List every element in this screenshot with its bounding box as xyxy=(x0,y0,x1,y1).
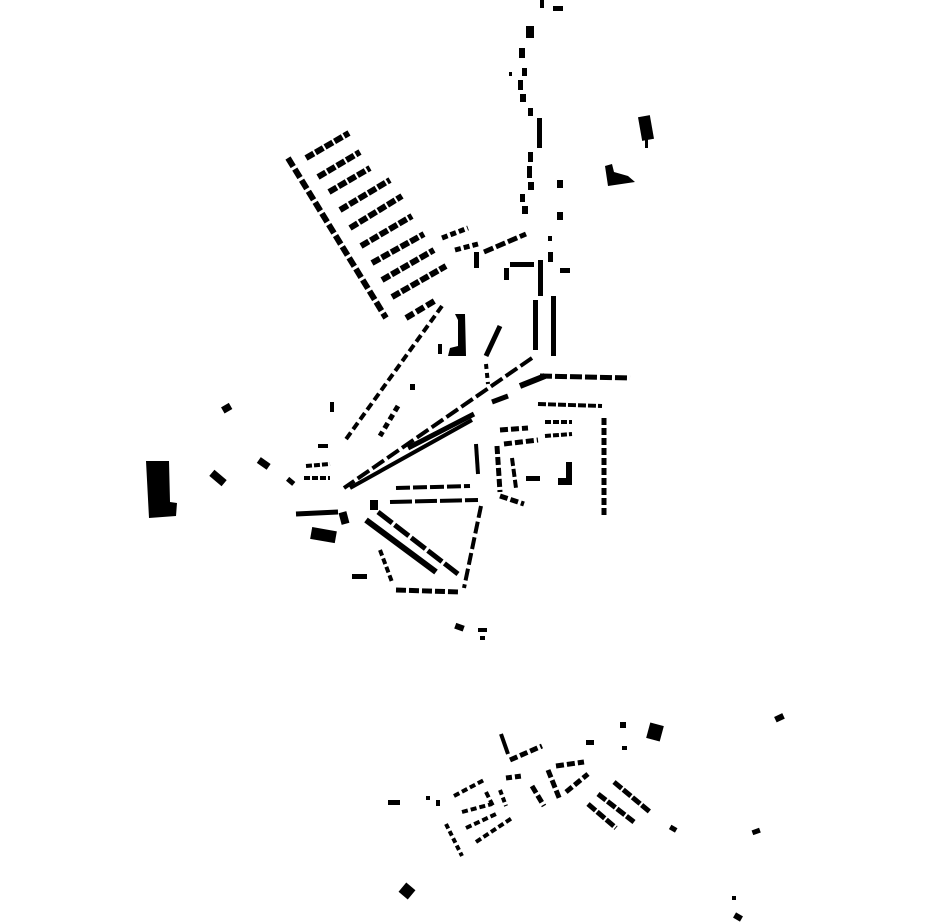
south-village-buildings xyxy=(388,713,785,922)
north-road-buildings xyxy=(504,0,654,356)
northwest-housing-rows xyxy=(285,130,527,321)
central-town-buildings xyxy=(146,304,631,640)
